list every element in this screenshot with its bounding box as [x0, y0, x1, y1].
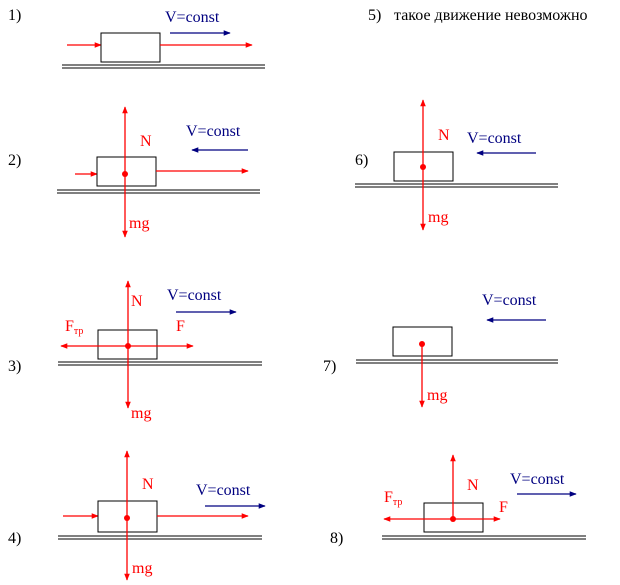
panel-5-number: 5)	[368, 7, 381, 24]
panel-2-gravity-label: mg	[129, 215, 149, 232]
panel-1-number: 1)	[8, 7, 21, 24]
panel-3-center-dot	[125, 343, 131, 349]
panel-3-gravity-label: mg	[131, 405, 151, 422]
panel-7-center-dot	[419, 341, 425, 347]
panel-3-velocity-label: V=const	[167, 287, 222, 304]
panel-8-normal-label: N	[467, 477, 479, 494]
panel-6-number: 6)	[355, 152, 368, 169]
panel-3-normal-label: N	[131, 293, 143, 310]
panel-4-gravity-label: mg	[132, 560, 152, 577]
panel-5: 5) такое движение невозможно	[368, 7, 588, 24]
panel-3-friction-label: Fтр	[65, 318, 83, 337]
panel-4: 4) N mg V=const	[8, 450, 266, 581]
panel-8-velocity-label: V=const	[510, 471, 565, 488]
panel-6-normal-label: N	[438, 127, 450, 144]
panel-4-center-dot	[124, 515, 130, 521]
panel-1-velocity-label: V=const	[165, 9, 220, 26]
panel-1-block	[100, 32, 161, 63]
panel-2-number: 2)	[8, 152, 21, 169]
panel-6-velocity-label: V=const	[467, 130, 522, 147]
panel-2-normal-label: N	[140, 133, 152, 150]
panel-8-number: 8)	[330, 530, 343, 547]
panel-8-friction-label: Fтр	[384, 489, 402, 508]
panel-3-number: 3)	[8, 358, 21, 375]
panel-7: 7) mg V=const	[323, 292, 558, 408]
panel-1: 1) V=const	[8, 7, 265, 69]
panel-4-normal-label: N	[142, 476, 154, 493]
panel-8-force-label: F	[499, 499, 508, 516]
panel-7-gravity-label: mg	[427, 387, 447, 404]
panel-6: 6) N mg V=const	[355, 99, 558, 231]
panel-4-number: 4)	[8, 530, 21, 547]
panel-2-center-dot	[122, 171, 128, 177]
panel-8-center-dot	[450, 516, 456, 522]
panel-6-gravity-label: mg	[428, 209, 448, 226]
panel-3: 3) N mg F Fтр V=const	[8, 280, 262, 422]
panel-4-velocity-label: V=const	[196, 482, 251, 499]
panel-3-force-label: F	[176, 318, 185, 335]
panel-5-note: такое движение невозможно	[394, 7, 588, 24]
panel-7-velocity-label: V=const	[482, 292, 537, 309]
panel-7-number: 7)	[323, 358, 336, 375]
panel-2: 2) N mg V=const	[8, 106, 260, 238]
panel-6-center-dot	[420, 164, 426, 170]
panel-2-velocity-label: V=const	[186, 123, 241, 140]
panel-8: 8) N F Fтр V=const	[330, 454, 586, 547]
